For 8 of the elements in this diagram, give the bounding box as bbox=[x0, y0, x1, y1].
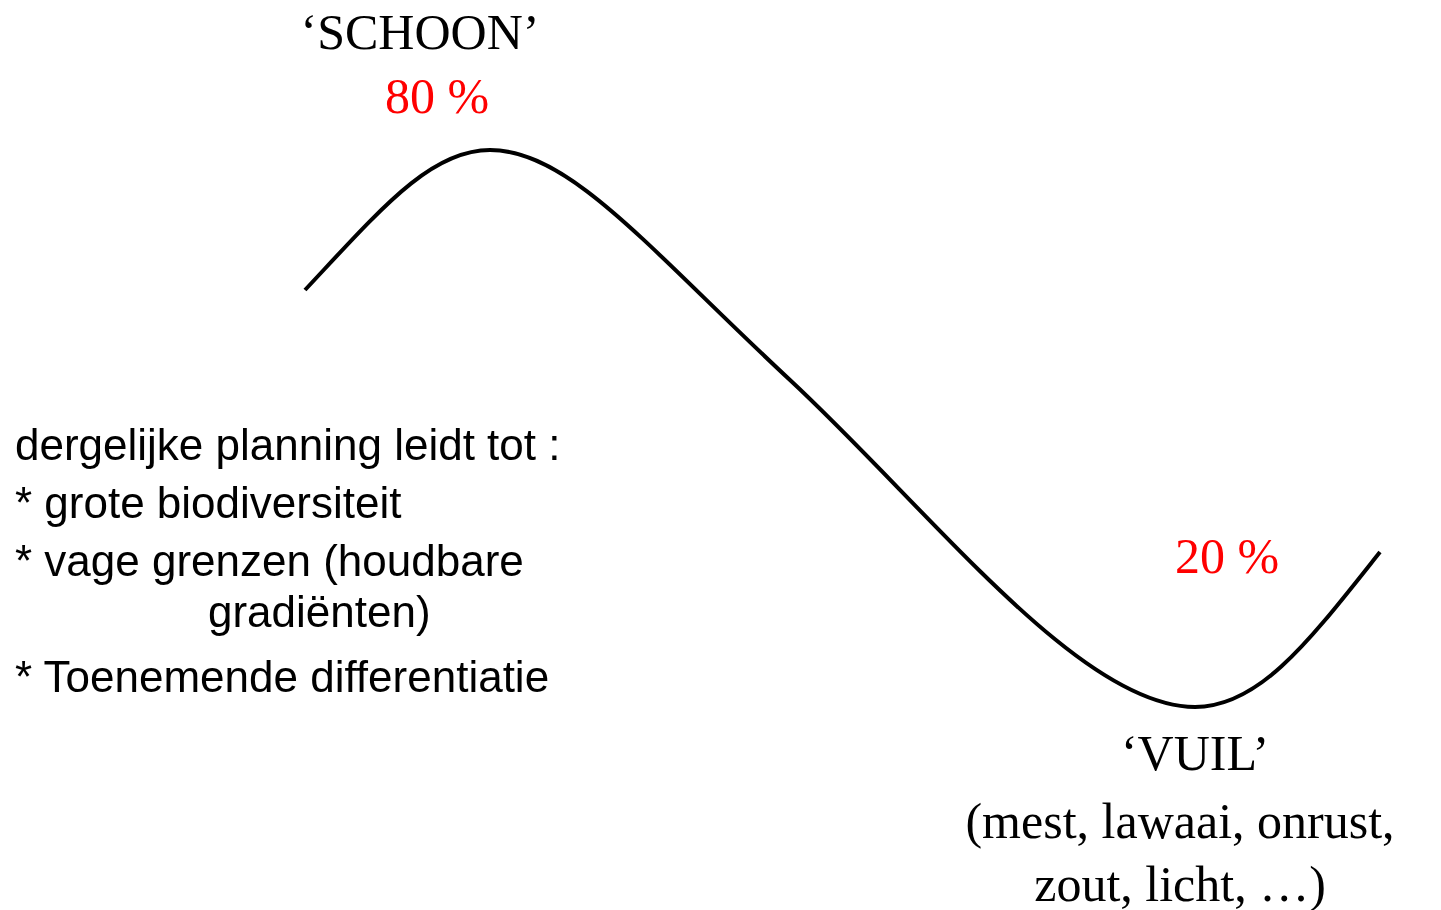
list-item: * Toenemende differentiatie bbox=[15, 652, 550, 703]
curve-peak-label: ‘SCHOON’ bbox=[299, 4, 541, 62]
list-item: * vage grenzen (houdbare gradiënten) bbox=[15, 536, 525, 638]
percentage-label: 20 % bbox=[1173, 528, 1281, 586]
curve-trough-label: ‘VUIL’ bbox=[1119, 725, 1271, 783]
percentage-label: 80 % bbox=[383, 68, 491, 126]
list-item: * grote biodiversiteit bbox=[15, 478, 402, 529]
list-heading: dergelijke planning leidt tot : bbox=[15, 420, 561, 471]
